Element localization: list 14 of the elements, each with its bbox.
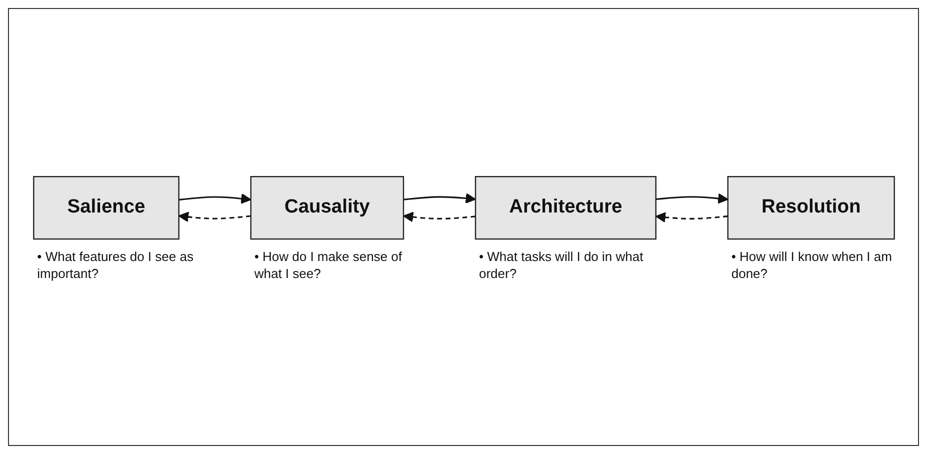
arrow: [178, 212, 250, 222]
arrow: [178, 193, 251, 204]
arrow: [655, 193, 728, 204]
question-note: • What tasks will I do in what order?: [478, 249, 644, 283]
arrow: [654, 212, 728, 223]
node-box: Salience: [32, 176, 179, 240]
node-box: Architecture: [474, 176, 656, 240]
question-note: • How do I make sense of what I see?: [254, 249, 403, 283]
arrow: [402, 212, 476, 222]
node-box: Resolution: [726, 176, 894, 240]
arrow: [402, 193, 476, 204]
question-note: • What features do I see as important?: [37, 249, 194, 283]
node-box: Causality: [250, 176, 404, 240]
question-note: • How will I know when I am done?: [731, 249, 893, 283]
